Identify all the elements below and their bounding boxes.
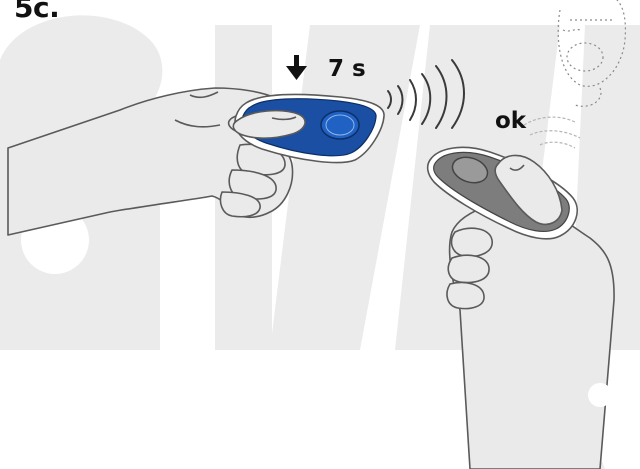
- hold-duration-label: 7 s: [328, 58, 366, 81]
- confirmation-label: ok: [495, 110, 526, 133]
- step-number: 5c.: [14, 0, 59, 22]
